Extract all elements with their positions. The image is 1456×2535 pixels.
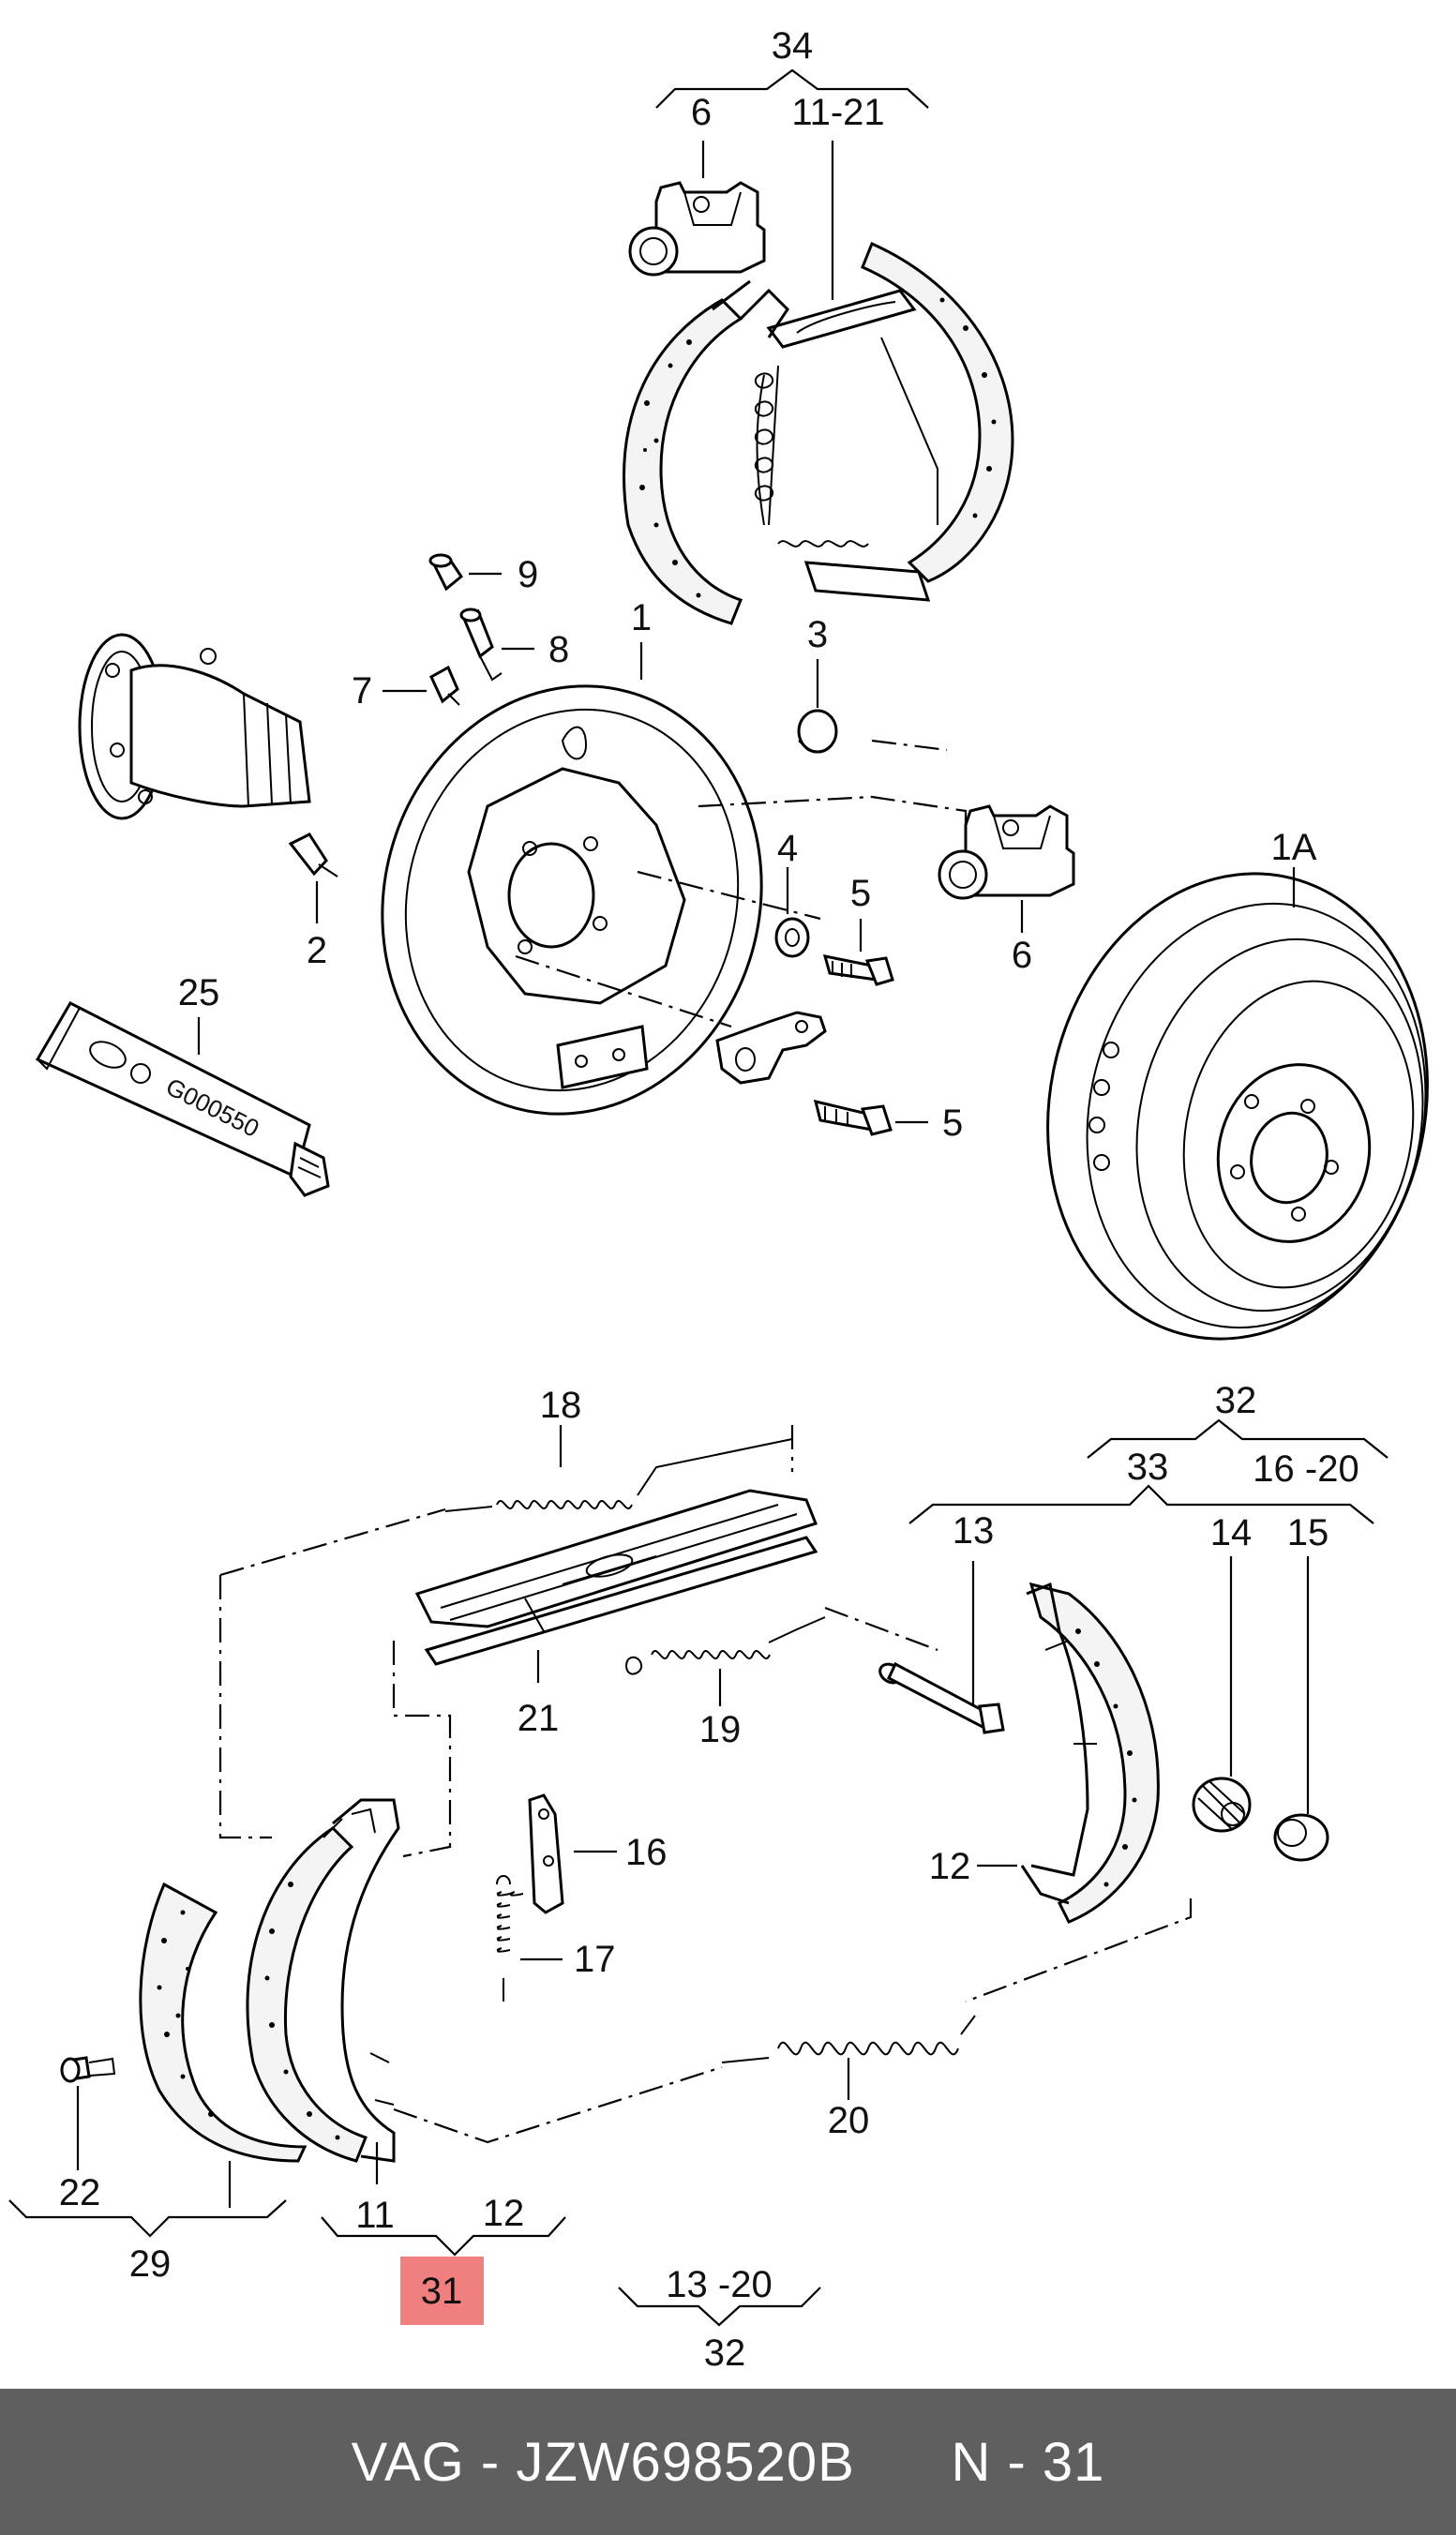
callout-13: 13 (953, 1510, 995, 1552)
callout-11: 11 (355, 2195, 395, 2236)
rubber-plug-3 (797, 709, 838, 754)
bleed-valve-8 (459, 608, 503, 682)
retaining-pin-13 (878, 1661, 1005, 1734)
callout-6-top: 6 (691, 92, 712, 133)
bolt-7 (429, 665, 460, 706)
backing-plate (381, 684, 763, 1116)
callout-13-20: 13 -20 (666, 2264, 772, 2305)
callout-11-21: 11-21 (791, 92, 884, 133)
brake-lining-29 (139, 1882, 308, 2163)
bolt-2 (288, 832, 338, 878)
callout-8: 8 (548, 629, 569, 670)
footer-brand: VAG (351, 2431, 465, 2493)
callout-2: 2 (307, 930, 327, 971)
callout-1A: 1A (1271, 827, 1317, 868)
lever-16 (528, 1793, 564, 1914)
callout-25: 25 (178, 972, 220, 1013)
callout-19: 19 (699, 1709, 742, 1750)
bolt-5-upper (822, 954, 894, 986)
brake-drum (1046, 872, 1429, 1341)
callout-9: 9 (518, 554, 538, 595)
callout-20: 20 (828, 2100, 870, 2141)
callout-3: 3 (807, 614, 828, 655)
adjuster-strut-21 (414, 1489, 818, 1666)
callout-16: 16 (625, 1832, 668, 1873)
callout-15: 15 (1287, 1512, 1329, 1553)
callout-12-bottom: 12 (483, 2193, 525, 2234)
bleed-cap-9 (428, 553, 464, 592)
callout-1: 1 (631, 597, 652, 638)
callout-12-right: 12 (929, 1846, 971, 1887)
footer-bar: VAG - JZW698520B N - 31 (0, 2389, 1456, 2535)
cup-15 (1273, 1813, 1329, 1862)
spring-14 (1192, 1777, 1252, 1833)
callout-5-a: 5 (850, 873, 871, 914)
callout-34: 34 (772, 25, 814, 67)
callout-16-20: 16 -20 (1253, 1448, 1358, 1490)
bolt-5-lower (813, 1099, 893, 1136)
callout-14: 14 (1210, 1512, 1253, 1553)
highlight-box-31 (400, 2257, 484, 2325)
callout-18: 18 (540, 1385, 582, 1426)
grease-tube: G000550 (35, 1001, 330, 1197)
brake-shoe-left (246, 1798, 400, 2163)
callout-21: 21 (518, 1698, 560, 1739)
wheel-cylinder-top (628, 181, 766, 277)
callout-7: 7 (352, 670, 372, 712)
callout-32-top: 32 (1215, 1380, 1257, 1421)
brake-shoe-right (1020, 1582, 1160, 1924)
callout-17: 17 (574, 1939, 616, 1980)
footer-part-number: JZW698520B (516, 2431, 855, 2493)
callout-32-bottom: 32 (704, 2332, 746, 2374)
callout-6-mid: 6 (1012, 935, 1032, 976)
brace-34 (655, 68, 929, 109)
callout-22: 22 (59, 2172, 101, 2213)
stub-axle (78, 633, 311, 820)
footer-separator: - (480, 2431, 501, 2493)
washer-4 (774, 917, 810, 958)
callout-31: 31 (421, 2271, 463, 2312)
brake-shoe-assembly-top (623, 241, 1014, 625)
footer-reference: N - 31 (951, 2431, 1105, 2493)
callout-4: 4 (777, 828, 798, 869)
wheel-cylinder-mid (938, 804, 1075, 900)
rivet-22 (60, 2056, 116, 2083)
callout-29: 29 (129, 2243, 172, 2285)
spring-17 (496, 1875, 524, 2002)
callout-33: 33 (1127, 1447, 1169, 1488)
callout-5-b: 5 (942, 1102, 963, 1144)
retaining-plate (715, 1011, 827, 1085)
parts-diagram: 6 11-21 34 9 8 7 2 (8, 25, 1429, 2374)
